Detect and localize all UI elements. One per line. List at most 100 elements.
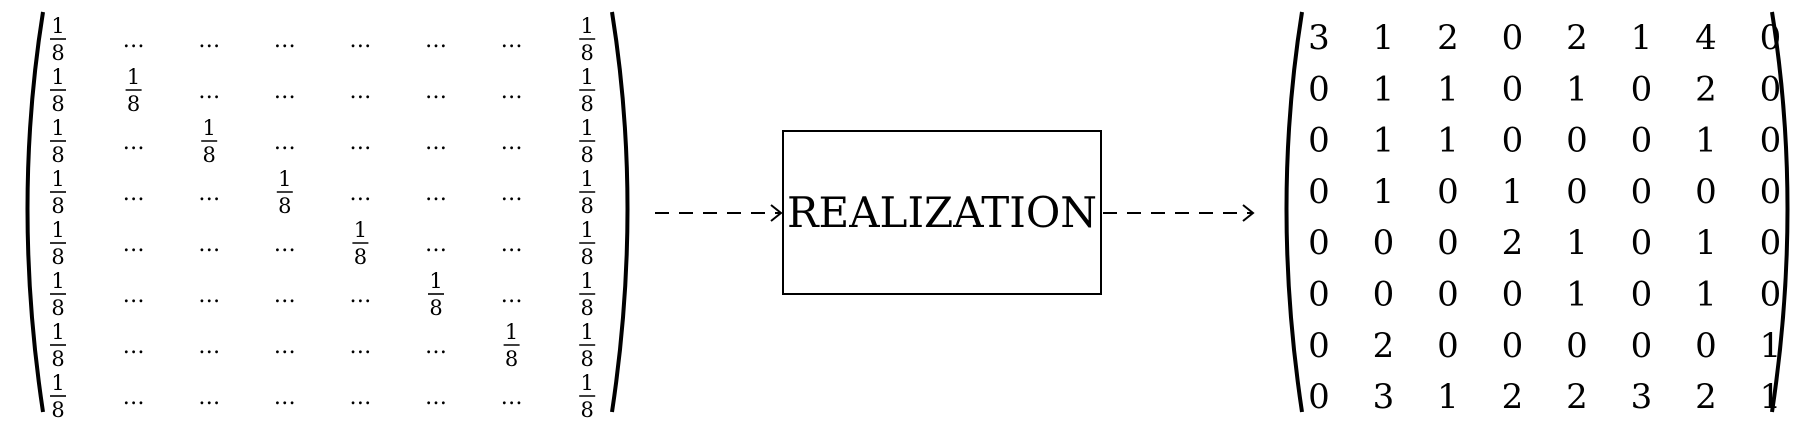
fraction-denominator: 8 — [51, 92, 64, 116]
ellipsis-entry: … — [123, 283, 145, 308]
matrix-entry: 3 — [1308, 18, 1330, 58]
matrix-entry: 1 — [1437, 69, 1459, 109]
fraction-numerator: 1 — [51, 116, 64, 140]
ellipsis-entry: … — [274, 283, 296, 308]
ellipsis-entry: … — [123, 181, 145, 206]
fraction-numerator: 1 — [505, 320, 518, 344]
fraction-denominator: 8 — [51, 245, 64, 269]
fraction-numerator: 1 — [581, 65, 594, 89]
fraction-numerator: 1 — [51, 371, 64, 395]
matrix-entry: 0 — [1566, 172, 1588, 212]
ellipsis-entry: … — [349, 385, 371, 410]
matrix-entry: 0 — [1502, 69, 1524, 109]
fraction-denominator: 8 — [581, 143, 594, 167]
matrix-entry: 0 — [1308, 69, 1330, 109]
fraction-denominator: 8 — [51, 296, 64, 320]
ellipsis-entry: … — [425, 28, 447, 53]
ellipsis-entry: … — [274, 79, 296, 104]
ellipsis-entry: … — [349, 181, 371, 206]
left-matrix: 18………………181818……………1818…18…………1818……18……… — [50, 14, 596, 422]
matrix-entry: 2 — [1502, 377, 1524, 417]
fraction-entry: 18 — [50, 371, 66, 422]
fraction-entry: 18 — [352, 218, 369, 269]
fraction-numerator: 1 — [51, 320, 64, 344]
fraction-numerator: 1 — [581, 371, 594, 395]
matrix-entry: 2 — [1373, 326, 1395, 366]
fraction-entry: 18 — [50, 14, 66, 65]
ellipsis-entry: … — [425, 334, 447, 359]
fraction-entry: 18 — [579, 269, 596, 320]
ellipsis-entry: … — [198, 28, 220, 53]
fraction-numerator: 1 — [127, 65, 140, 89]
matrix-entry: 1 — [1437, 377, 1459, 417]
matrix-entry: 2 — [1437, 18, 1459, 58]
fraction-denominator: 8 — [51, 143, 64, 167]
matrix-entry: 2 — [1502, 223, 1524, 263]
matrix-entry: 0 — [1760, 223, 1782, 263]
matrix-entry: 1 — [1631, 18, 1653, 58]
fraction-denominator: 8 — [127, 92, 140, 116]
ellipsis-entry: … — [501, 283, 523, 308]
matrix-entry: 0 — [1631, 275, 1653, 315]
matrix-entry: 1 — [1760, 326, 1782, 366]
matrix-entry: 0 — [1373, 223, 1395, 263]
fraction-entry: 18 — [579, 218, 596, 269]
fraction-denominator: 8 — [581, 194, 594, 218]
matrix-entry: 0 — [1760, 18, 1782, 58]
fraction-numerator: 1 — [278, 167, 291, 191]
ellipsis-entry: … — [198, 334, 220, 359]
ellipsis-entry: … — [349, 283, 371, 308]
fraction-denominator: 8 — [51, 41, 64, 65]
left-matrix-open-paren — [25, 11, 45, 413]
matrix-entry: 0 — [1631, 69, 1653, 109]
arrow-to-realization — [655, 204, 783, 222]
matrix-entry: 3 — [1373, 377, 1395, 417]
fraction-entry: 18 — [125, 65, 142, 116]
fraction-numerator: 1 — [581, 167, 594, 191]
fraction-entry: 18 — [579, 320, 596, 371]
fraction-entry: 18 — [579, 14, 596, 65]
matrix-entry: 0 — [1437, 326, 1459, 366]
ellipsis-entry: … — [274, 385, 296, 410]
fraction-entry: 18 — [276, 167, 293, 218]
matrix-entry: 2 — [1695, 69, 1717, 109]
matrix-entry: 0 — [1760, 172, 1782, 212]
fraction-denominator: 8 — [581, 398, 594, 422]
fraction-denominator: 8 — [51, 398, 64, 422]
matrix-entry: 1 — [1373, 69, 1395, 109]
fraction-numerator: 1 — [51, 65, 64, 89]
fraction-denominator: 8 — [429, 296, 442, 320]
fraction-numerator: 1 — [581, 218, 594, 242]
fraction-numerator: 1 — [51, 269, 64, 293]
fraction-entry: 18 — [50, 269, 66, 320]
matrix-entry: 0 — [1373, 275, 1395, 315]
matrix-entry: 4 — [1695, 18, 1717, 58]
fraction-numerator: 1 — [581, 320, 594, 344]
matrix-entry: 0 — [1760, 121, 1782, 161]
matrix-entry: 0 — [1437, 275, 1459, 315]
fraction-entry: 18 — [201, 116, 218, 167]
matrix-entry: 0 — [1437, 223, 1459, 263]
fraction-entry: 18 — [579, 371, 596, 422]
matrix-entry: 0 — [1308, 121, 1330, 161]
arrow-from-realization — [1103, 204, 1255, 222]
matrix-entry: 1 — [1695, 223, 1717, 263]
ellipsis-entry: … — [425, 232, 447, 257]
fraction-entry: 18 — [579, 65, 596, 116]
ellipsis-entry: … — [425, 385, 447, 410]
matrix-entry: 1 — [1373, 121, 1395, 161]
left-matrix-close-paren — [610, 11, 630, 413]
matrix-entry: 1 — [1695, 121, 1717, 161]
matrix-entry: 0 — [1760, 69, 1782, 109]
fraction-denominator: 8 — [581, 296, 594, 320]
matrix-entry: 0 — [1631, 223, 1653, 263]
fraction-entry: 18 — [503, 320, 520, 371]
fraction-numerator: 1 — [354, 218, 367, 242]
ellipsis-entry: … — [123, 130, 145, 155]
matrix-entry: 2 — [1566, 377, 1588, 417]
matrix-entry: 1 — [1695, 275, 1717, 315]
realization-box — [782, 130, 1102, 295]
matrix-entry: 1 — [1566, 223, 1588, 263]
